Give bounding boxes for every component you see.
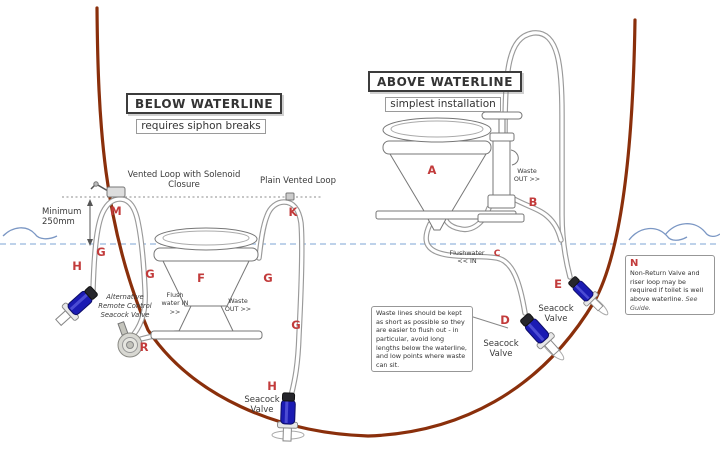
part-letter-e: E [554,277,562,291]
note-non-return-ref: See Guide. [630,294,698,312]
note-waste-lines-text: Waste lines should be kept as short as p… [376,309,467,369]
note-non-return-text: Non-Return Valve and riser loop may be r… [630,269,704,303]
part-letter-k: K [288,205,298,219]
seacock-valve-h-left [55,286,98,327]
label-waste-out-right: Waste OUT >> [513,167,541,184]
label-seacock-valve-bottom: Seacock Valve [244,395,280,416]
toilet-below-waterline [150,227,263,340]
label-flush-water-in: Flush water IN >> [161,291,189,316]
part-letter-g3: G [263,271,273,285]
part-letter-f: F [197,271,205,285]
flush-intake-hose [423,221,528,316]
min-height-dimension [87,199,93,246]
label-vented-loop-solenoid: Vented Loop with Solenoid Closure [127,170,241,191]
title-below-heading: BELOW WATERLINE [126,93,283,114]
waste-hose-riser-loop [502,30,573,280]
label-alt-seacock: Alternative Remote Control Seacock Valve [98,293,152,319]
part-letter-c: C [493,249,501,259]
remote-seacock-valve-r [117,321,143,358]
seacock-valve-d [520,313,561,356]
part-letter-d: D [500,313,510,327]
seacock-valve-h-bottom [277,392,299,442]
part-letter-h2: H [267,379,277,393]
part-letter-b: B [528,195,538,209]
water-waves-right [628,223,720,241]
part-letter-g2: G [145,267,155,281]
label-plain-vented-loop: Plain Vented Loop [260,176,336,186]
part-letter-m: M [110,204,122,218]
part-letter-h1: H [72,259,82,273]
title-above-waterline: ABOVE WATERLINE simplest installation [368,71,523,112]
note-leader-line [469,315,509,329]
waste-hose-loop-k [256,199,305,399]
title-above-heading: ABOVE WATERLINE [368,71,523,92]
flush-hose-loop-m [90,196,148,337]
part-letter-a: A [427,163,437,177]
part-letter-g4: G [291,318,301,332]
title-below-subheading: requires siphon breaks [136,119,266,134]
seacock-valve-e [568,276,604,312]
note-non-return: N Non-Return Valve and riser loop may be… [625,255,715,316]
label-seacock-valve-d: Seacock Valve [483,339,519,360]
vent-fitting-k [285,192,295,201]
part-letter-n: N [630,258,639,269]
label-waste-out-left: Waste OUT >> [224,297,252,314]
solenoid-closure-valve [90,181,126,198]
label-flushwater-in: Flushwater << IN [449,249,485,266]
part-letter-r: R [139,340,149,354]
title-below-waterline: BELOW WATERLINE requires siphon breaks [126,93,283,134]
title-above-subheading: simplest installation [385,97,501,112]
label-seacock-valve-e: Seacock Valve [538,304,574,325]
pump-outlet-hose [511,196,564,243]
part-letter-g1: G [96,245,106,259]
hull-outline [95,6,637,438]
note-waste-lines: Waste lines should be kept as short as p… [371,306,473,373]
manual-pump [477,111,525,223]
water-waves-left [2,227,58,240]
toilet-above-waterline [375,117,517,231]
label-minimum-height: Minimum 250mm [42,207,82,228]
